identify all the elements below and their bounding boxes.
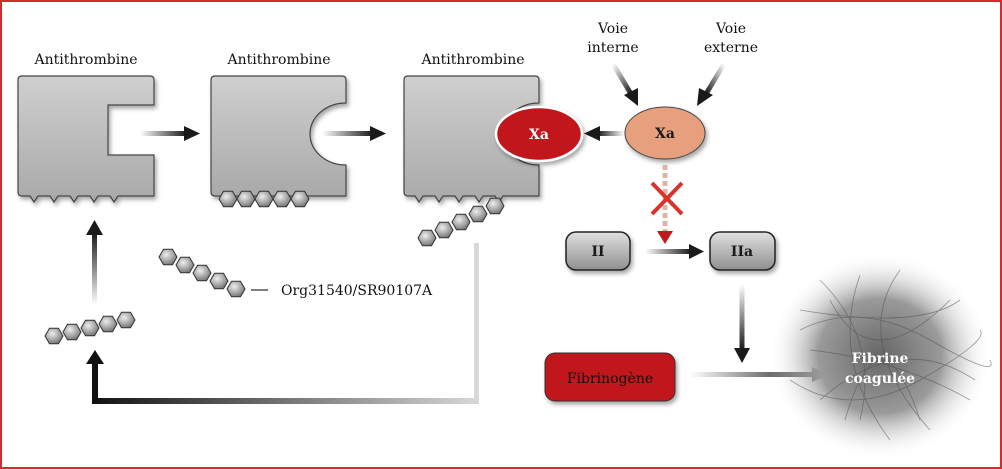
- xa-bound-label: Xa: [529, 127, 549, 143]
- arrow-voie-externe: [697, 62, 727, 106]
- arrow-at1-to-at2: [140, 126, 200, 141]
- recycle-return-arrow: [86, 243, 479, 404]
- red-cross-icon: [650, 181, 684, 216]
- arrow-voie-interne: [610, 62, 638, 106]
- compound-label: Org31540/SR90107A: [281, 283, 433, 299]
- arrow-up-to-at1: [86, 220, 103, 305]
- antithrombin-label-3: Antithrombine: [420, 52, 524, 68]
- fibrine-label-line1: Fibrine: [852, 351, 909, 367]
- prothrombin-ii-label: II: [591, 244, 604, 260]
- antithrombin-shape-2: [210, 75, 347, 197]
- pentasaccharide-chain-bound: [218, 190, 310, 208]
- voie-externe-label-line1: Voie: [715, 21, 746, 37]
- xa-bound-ellipse: [494, 105, 584, 163]
- xa-free-label: Xa: [655, 126, 675, 142]
- arrow-xa-free-to-bound: [584, 126, 624, 141]
- arrow-ii-to-iia: [645, 244, 704, 259]
- fibrin-clot-image: [768, 252, 992, 460]
- voie-interne-label-line2: interne: [587, 40, 638, 56]
- antithrombin-label-2: Antithrombine: [226, 52, 330, 68]
- thrombin-iia-box: [709, 231, 776, 271]
- antithrombin-shape-3: [403, 75, 540, 204]
- xa-free-ellipse: [624, 106, 706, 160]
- antithrombin-label-1: Antithrombine: [33, 52, 137, 68]
- fibrine-label-line2: coagulée: [845, 371, 915, 387]
- prothrombin-ii-box: [565, 231, 631, 271]
- arrow-at2-to-at3: [322, 126, 386, 141]
- fibrinogene-box: [544, 352, 676, 402]
- voie-externe-label-line2: externe: [704, 40, 758, 56]
- fibrinogene-label: Fibrinogène: [567, 371, 653, 387]
- antithrombin-shape-1: [17, 75, 155, 204]
- arrow-iia-down: [734, 284, 750, 363]
- thrombin-iia-label: IIa: [731, 244, 753, 260]
- voie-interne-label-line1: Voie: [597, 21, 628, 37]
